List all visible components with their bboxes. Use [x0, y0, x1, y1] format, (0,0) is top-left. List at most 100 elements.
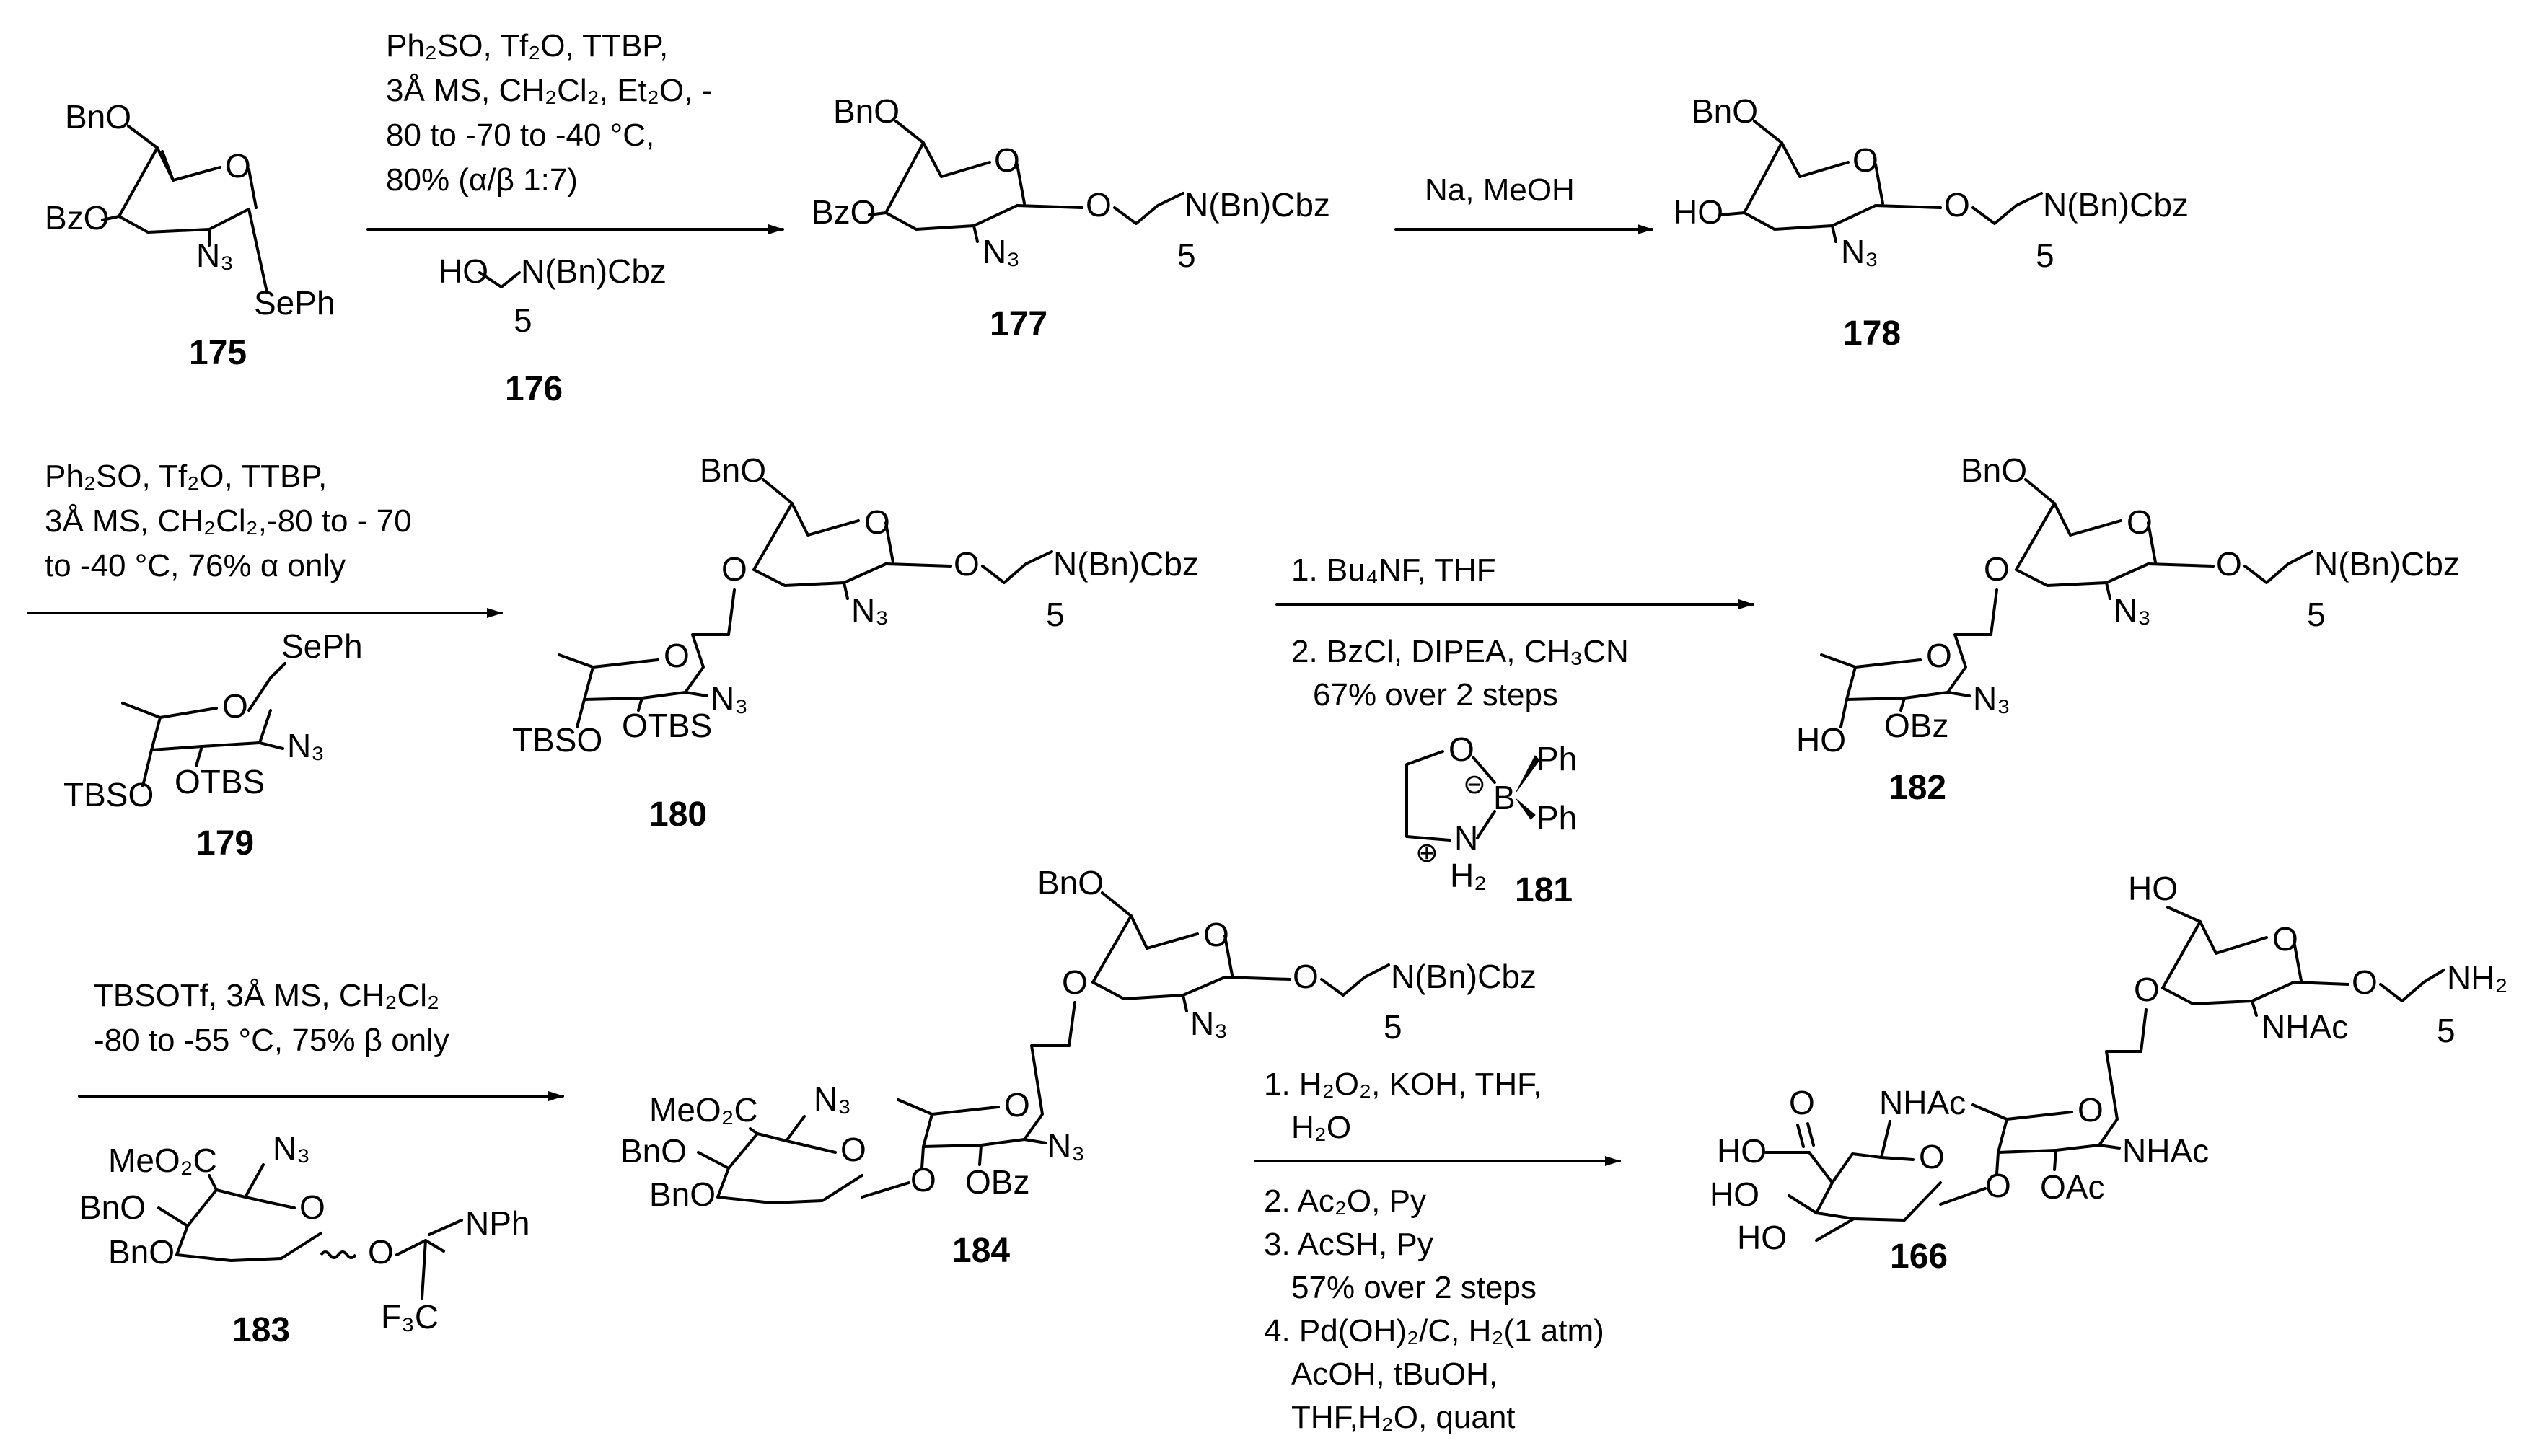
substituent-bond [972, 224, 979, 243]
anomeric-bond [2147, 562, 2215, 568]
anomeric-bond [2293, 981, 2349, 986]
condition-line: 3. AcSH, Py [1264, 1227, 1433, 1262]
fucose-ring-bonds [1971, 1103, 2073, 1121]
anomeric-bond [1016, 204, 1083, 209]
ring-bonds [1130, 914, 1199, 950]
label-azide: N₃ [2114, 591, 2151, 629]
reaction-5: TBSOTf, 3Å MS, CH₂Cl₂ -80 to -55 °C, 75%… [78, 978, 564, 1101]
label-nbncbz: N(Bn)Cbz [521, 252, 667, 290]
label-nbncbz: N(Bn)Cbz [2314, 545, 2460, 583]
ring-bonds-lower [2015, 562, 2150, 587]
substituent-bond [1719, 211, 1746, 216]
label-oac: OAc [2040, 1168, 2104, 1206]
bridge-oxygen: O [2134, 971, 2160, 1008]
glycosidic-oxygen: O [2352, 963, 2378, 1001]
repeat-count: 5 [1046, 596, 1065, 633]
substituent-bond [101, 215, 120, 221]
fucose-ring-bonds [558, 653, 659, 669]
nitrogen: N [1454, 819, 1478, 857]
ring-bonds-lower [1091, 976, 1226, 1000]
condition-line: 57% over 2 steps [1291, 1270, 1537, 1305]
compound-number: 179 [196, 824, 254, 862]
condition-line: AcOH, tBuOH, [1291, 1356, 1498, 1392]
ring-bond [2147, 521, 2157, 564]
boron: B [1493, 779, 1516, 816]
compound-number: 175 [189, 334, 247, 372]
repeat-count: 5 [2307, 596, 2326, 633]
condition-line: 1. Bu₄NF, THF [1291, 552, 1496, 588]
substituent-bond [127, 125, 159, 149]
label-azide-fucose: N₃ [1047, 1127, 1085, 1165]
substituent-bond [141, 749, 153, 787]
repeat-count: 5 [1384, 1008, 1402, 1046]
wedge-bond [1516, 755, 1540, 793]
reaction-4: 1. Bu₄NF, THF 2. BzCl, DIPEA, CH₃CN 67% … [1275, 552, 1754, 712]
label-bno-top: BnO [1037, 864, 1104, 901]
linkage-bond [727, 588, 736, 636]
ring-bond [1880, 1120, 1891, 1159]
bridge-oxygen: O [1984, 550, 2010, 588]
substituent-bond [1946, 691, 1971, 697]
ammonium-charge: ⊕ [1415, 838, 1438, 868]
glycosidic-oxygen: O [2216, 545, 2242, 583]
ring-bonds [157, 1188, 296, 1227]
reaction-2: Na, MeOH [1394, 172, 1653, 234]
substituent-bond [894, 120, 925, 144]
compound-number: 184 [952, 1232, 1010, 1270]
ring-bonds-lower [1743, 204, 1877, 231]
ring-bond [118, 146, 159, 218]
label-bno: BnO [620, 1132, 687, 1170]
substituent-bond [1023, 1138, 1047, 1144]
label-ho: HO [1717, 1132, 1767, 1170]
label-azide: N₃ [1190, 1005, 1228, 1042]
ring-bond [785, 1115, 806, 1142]
label-nbncbz: N(Bn)Cbz [2043, 186, 2189, 224]
substituent-bond [2166, 906, 2202, 923]
label-azide: N₃ [196, 237, 234, 274]
substituent-bond [1815, 1217, 1855, 1242]
ring-bond [884, 141, 925, 214]
compound-number: 178 [1843, 314, 1901, 353]
linker-bonds [2379, 969, 2445, 1002]
ring-bond [1091, 914, 1133, 984]
substituent-bond [868, 211, 887, 216]
reaction-6: 1. H₂O₂, KOH, THF, H₂O 2. Ac₂O, Py 3. Ac… [1254, 1067, 1621, 1435]
linker-bonds [981, 550, 1053, 584]
ring-bond [247, 676, 272, 712]
linkage-bond [920, 1145, 925, 1170]
anomeric-bond [1874, 204, 1942, 209]
substituent-bond [208, 1174, 218, 1191]
label-bno: BnO [108, 1233, 175, 1271]
condition-line: Ph₂SO, Tf₂O, TTBP, [386, 28, 668, 63]
substituent-bond [637, 697, 643, 712]
compound-number: 166 [1890, 1237, 1948, 1276]
substituent-bond [1753, 120, 1783, 144]
compound-166: HO O NHAc O O NH₂ 5 O NHAc OAc O O HO NH… [1710, 870, 2507, 1276]
ring-bond [1223, 935, 1234, 976]
compound-number: 182 [1889, 769, 1946, 807]
double-bond [1796, 1124, 1805, 1148]
label-meo2c: MeO₂C [108, 1142, 217, 1179]
ring-bond [1476, 810, 1496, 839]
ring-oxygen: O [299, 1188, 325, 1226]
compound-number: 181 [1515, 871, 1573, 909]
ring-bond [1874, 163, 1884, 205]
label-bno: BnO [65, 98, 131, 136]
label-ho: HO [1737, 1219, 1787, 1256]
ring-bond [244, 1163, 265, 1199]
label-f3c: F₃C [381, 1298, 439, 1336]
condition-line: 2. Ac₂O, Py [1264, 1183, 1426, 1219]
label-azide: N₃ [851, 591, 889, 629]
label-obz: OBz [965, 1163, 1029, 1201]
ring-oxygen: O [2272, 920, 2298, 958]
condition-line: 4. Pd(OH)₂/C, H₂(1 atm) [1264, 1313, 1604, 1349]
repeat-count: 5 [1177, 237, 1196, 274]
label-nhac-sialic: NHAc [1879, 1084, 1966, 1121]
ring-oxygen-fucose: O [664, 637, 690, 674]
compound-184: BnO O N₃ O O N(Bn)Cbz 5 O N₃ OBz O MeO₂C… [620, 864, 1537, 1270]
label-azide: N₃ [273, 1129, 310, 1167]
compound-178: BnO HO O N₃ O N(Bn)Cbz 5 178 [1674, 92, 2189, 353]
ring-oxygen: O [1852, 141, 1878, 179]
repeat-count: 5 [2036, 237, 2054, 274]
condition-line: TBSOTf, 3Å MS, CH₂Cl₂ [94, 978, 439, 1013]
